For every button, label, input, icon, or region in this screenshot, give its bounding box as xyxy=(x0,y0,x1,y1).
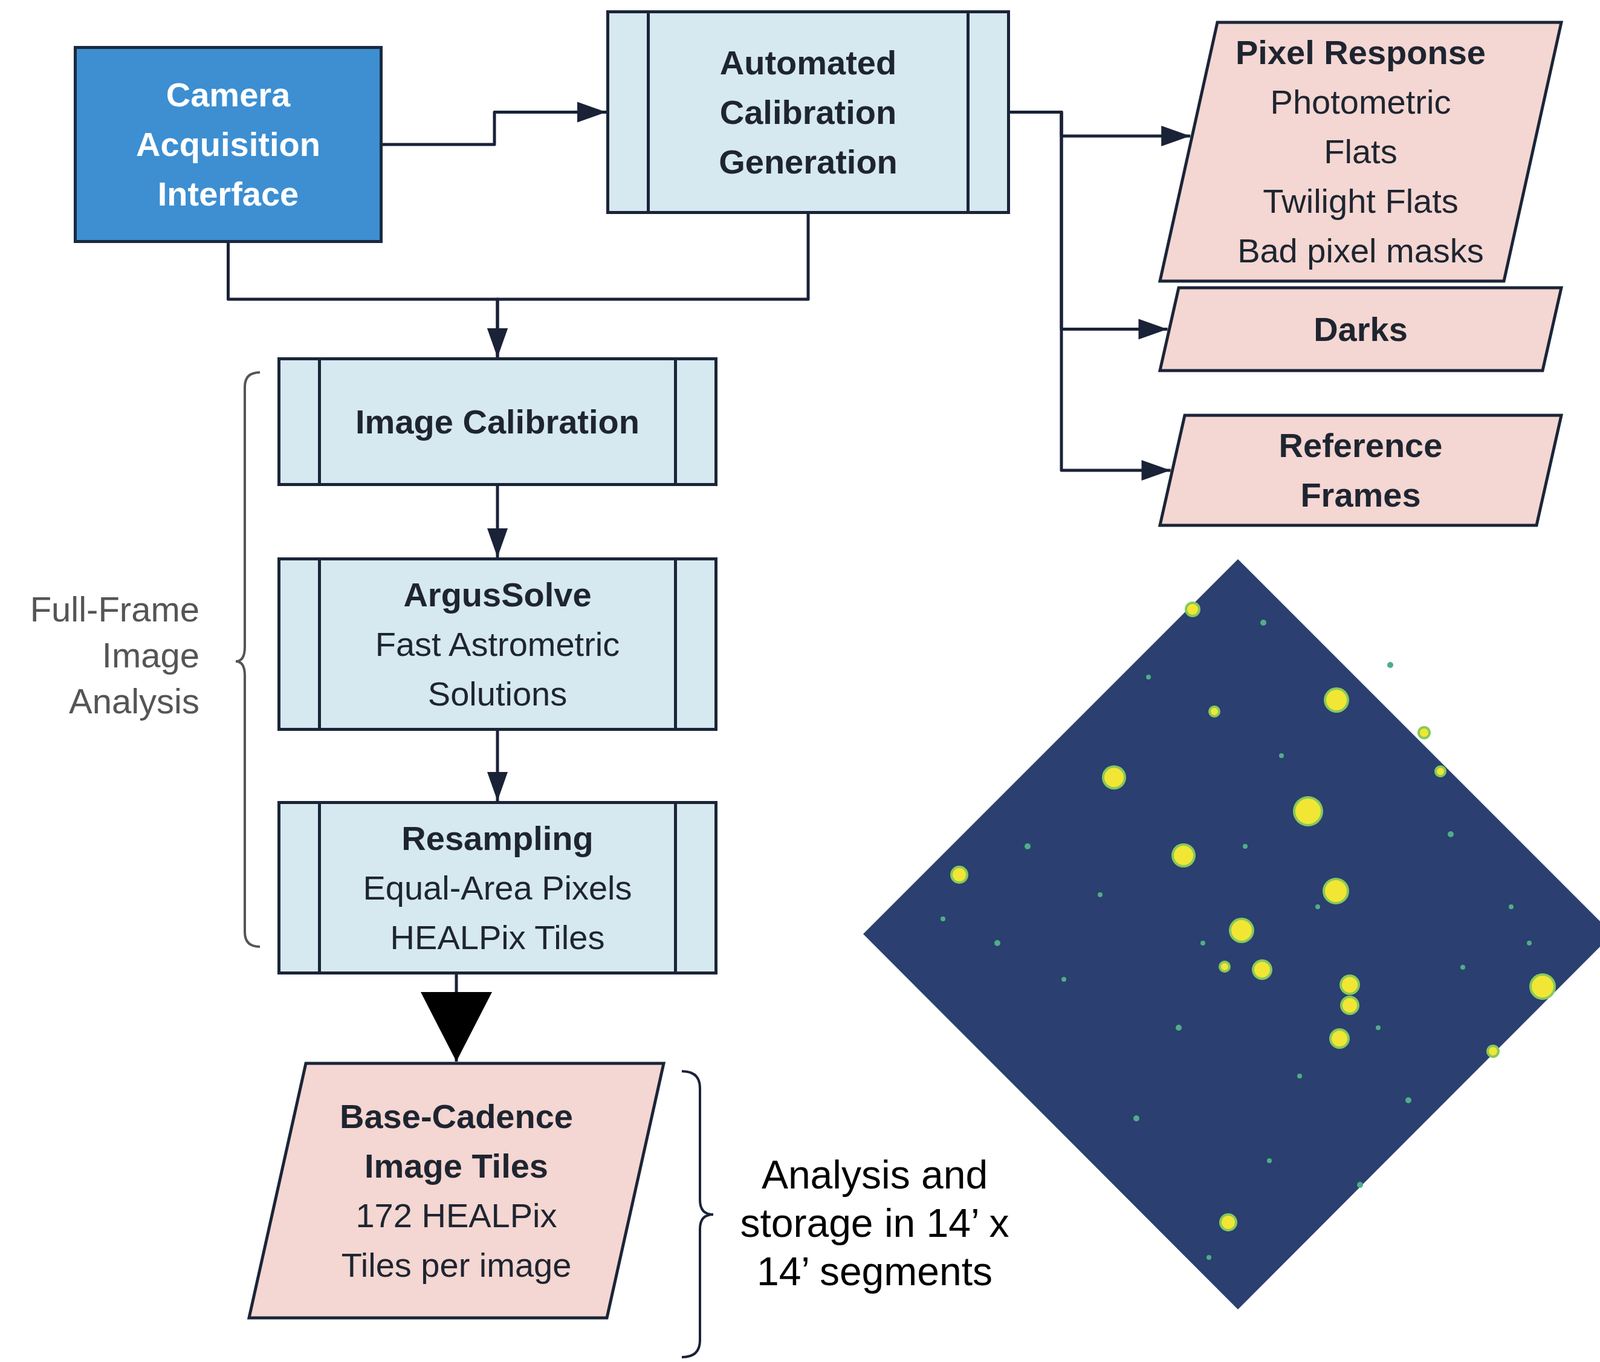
node-detail: Twilight Flats xyxy=(1262,176,1459,227)
note-label: Analysis and storage in 14’ x 14’ segmen… xyxy=(732,1150,1017,1296)
output-box: Pixel ResponsePhotometric FlatsTwilight … xyxy=(1158,20,1564,283)
arrowhead xyxy=(1138,319,1168,340)
node-detail: Equal-Area Pixels xyxy=(362,863,632,913)
node-detail: 172 HEALPix Tiles per image xyxy=(319,1190,593,1290)
process-bar xyxy=(317,560,321,728)
flow-arrow xyxy=(487,730,508,801)
output-box: Darks xyxy=(1158,285,1564,373)
arrowhead xyxy=(487,328,508,358)
parallelogram-shape xyxy=(1159,22,1562,282)
connector-line xyxy=(497,213,809,358)
node-detail: Photometric Flats xyxy=(1230,77,1491,177)
parallelogram-shape xyxy=(249,1063,664,1318)
node-title: Pixel Response xyxy=(1235,27,1486,78)
node-detail: Bad pixel masks xyxy=(1237,226,1484,276)
process-bar xyxy=(317,360,321,483)
output-box: Base-Cadence Image Tiles172 HEALPix Tile… xyxy=(247,1061,666,1320)
connector-line xyxy=(228,242,499,358)
flow-arrow xyxy=(1010,112,1171,482)
connector-line xyxy=(382,112,607,146)
flow-arrow xyxy=(420,974,493,1062)
source-box: Camera Acquisition Interface xyxy=(73,45,383,243)
faint-stars xyxy=(940,619,1532,1260)
group-label: Full-Frame Image Analysis xyxy=(10,586,200,725)
parallelogram-shape xyxy=(1159,415,1562,526)
node-title: Automated Calibration Generation xyxy=(660,38,956,187)
arrowhead xyxy=(1141,459,1171,481)
node-title: Reference Frames xyxy=(1230,420,1491,520)
arrowhead xyxy=(487,328,508,358)
arrowhead xyxy=(487,528,508,558)
flow-arrow xyxy=(487,485,508,558)
process-box: Image Calibration xyxy=(277,357,718,486)
group-brace xyxy=(235,372,260,947)
node-title: Camera Acquisition Interface xyxy=(94,70,362,219)
connector-line xyxy=(1010,112,1168,330)
connector-line xyxy=(1010,112,1171,471)
process-bar xyxy=(646,13,650,211)
process-box: ArgusSolveFast Astrometric Solutions xyxy=(277,557,718,731)
process-box: Automated Calibration Generation xyxy=(606,10,1011,214)
arrowhead xyxy=(487,771,508,801)
process-bar xyxy=(673,360,677,483)
flow-arrow xyxy=(228,242,509,358)
node-title: ArgusSolve xyxy=(403,570,592,620)
arrowhead xyxy=(1161,125,1191,147)
process-bar xyxy=(317,803,321,972)
node-title: Darks xyxy=(1313,304,1408,355)
flow-arrow xyxy=(487,213,809,358)
process-bar xyxy=(966,13,970,211)
process-bar xyxy=(673,560,677,728)
node-title: Resampling xyxy=(401,813,593,864)
node-title: Image Calibration xyxy=(355,397,640,447)
arrowhead xyxy=(420,991,493,1062)
arrowhead xyxy=(577,102,607,123)
flow-arrow xyxy=(1010,112,1191,147)
node-detail: HEALPix Tiles xyxy=(390,912,606,963)
flow-arrow xyxy=(1010,112,1168,340)
output-box: Reference Frames xyxy=(1158,413,1564,528)
parallelogram-shape xyxy=(1159,287,1562,371)
node-detail: Fast Astrometric Solutions xyxy=(331,619,664,719)
process-box: ResamplingEqual-Area PixelsHEALPix Tiles xyxy=(277,800,718,975)
tiles-brace xyxy=(681,1071,714,1358)
node-title: Base-Cadence Image Tiles xyxy=(319,1091,593,1191)
bright-stars xyxy=(950,601,1556,1232)
process-bar xyxy=(673,803,677,972)
flow-arrow xyxy=(382,102,607,146)
